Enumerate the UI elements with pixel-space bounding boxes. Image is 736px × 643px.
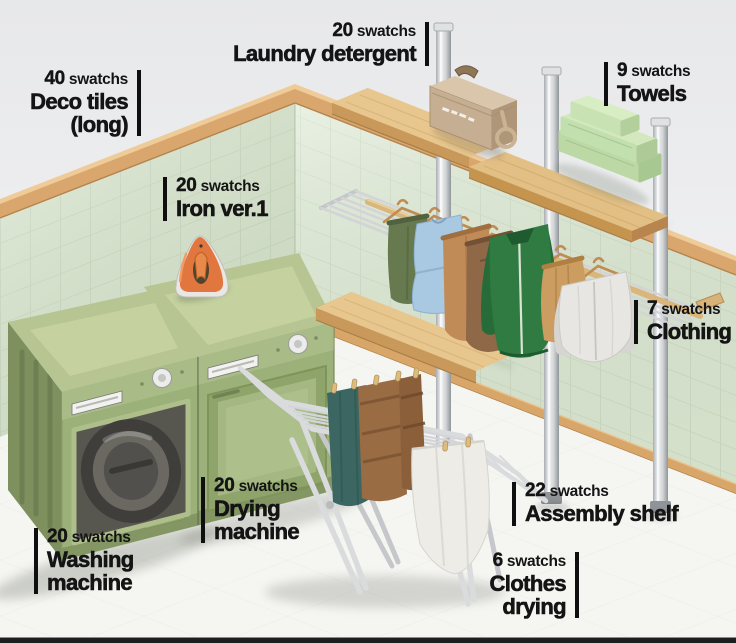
label-clothing: 7 swatchs Clothing — [634, 298, 732, 344]
assembly-shelf — [315, 22, 725, 521]
clothes-drying-rack — [237, 365, 549, 608]
swatch-count: 20 swatchs — [176, 175, 260, 196]
swatch-count: 22 swatchs — [525, 480, 609, 501]
laundry-detergent-box — [429, 65, 517, 159]
label-iron-ver-1: 20 swatchs Iron ver.1 — [163, 175, 269, 221]
swatch-count: 20 swatchs — [332, 20, 416, 41]
shelf-board-towels — [468, 152, 668, 243]
white-towel — [411, 440, 490, 575]
swatch-count: 20 swatchs — [47, 526, 131, 547]
drying-machine — [144, 253, 335, 526]
swatch-count: 6 swatchs — [492, 550, 566, 571]
shelf-board-lower — [315, 292, 512, 384]
white-cardigan — [554, 271, 636, 363]
brown-cloth — [358, 378, 407, 502]
iron — [175, 235, 230, 302]
towel-stack — [555, 95, 662, 205]
label-towels: 9 swatchs Towels — [604, 60, 691, 106]
label-clothes-drying: 6 swatchs Clothes drying — [489, 550, 579, 618]
hanging-clothing — [386, 213, 636, 363]
left-wall-wood-trim — [0, 88, 295, 218]
detergent-label-marks — [441, 107, 475, 122]
swatch-count: 20 swatchs — [214, 475, 298, 496]
label-assembly-shelf: 22 swatchs Assembly shelf — [512, 480, 679, 526]
label-laundry-detergent: 20 swatchs Laundry detergent — [233, 20, 429, 66]
swatch-count: 7 swatchs — [647, 298, 721, 319]
swatch-count: 9 swatchs — [617, 60, 691, 81]
swatch-count: 40 swatchs — [44, 68, 128, 89]
label-washing-machine: 20 swatchs Washing machine — [34, 526, 135, 594]
bottom-bar — [0, 637, 736, 643]
right-wall-baseboard — [295, 312, 736, 494]
label-drying-machine: 20 swatchs Drying machine — [201, 475, 300, 543]
washing-machine — [8, 288, 199, 561]
label-deco-tiles-long: 40 swatchs Deco tiles (long) — [30, 68, 141, 136]
clothespins — [331, 367, 472, 452]
